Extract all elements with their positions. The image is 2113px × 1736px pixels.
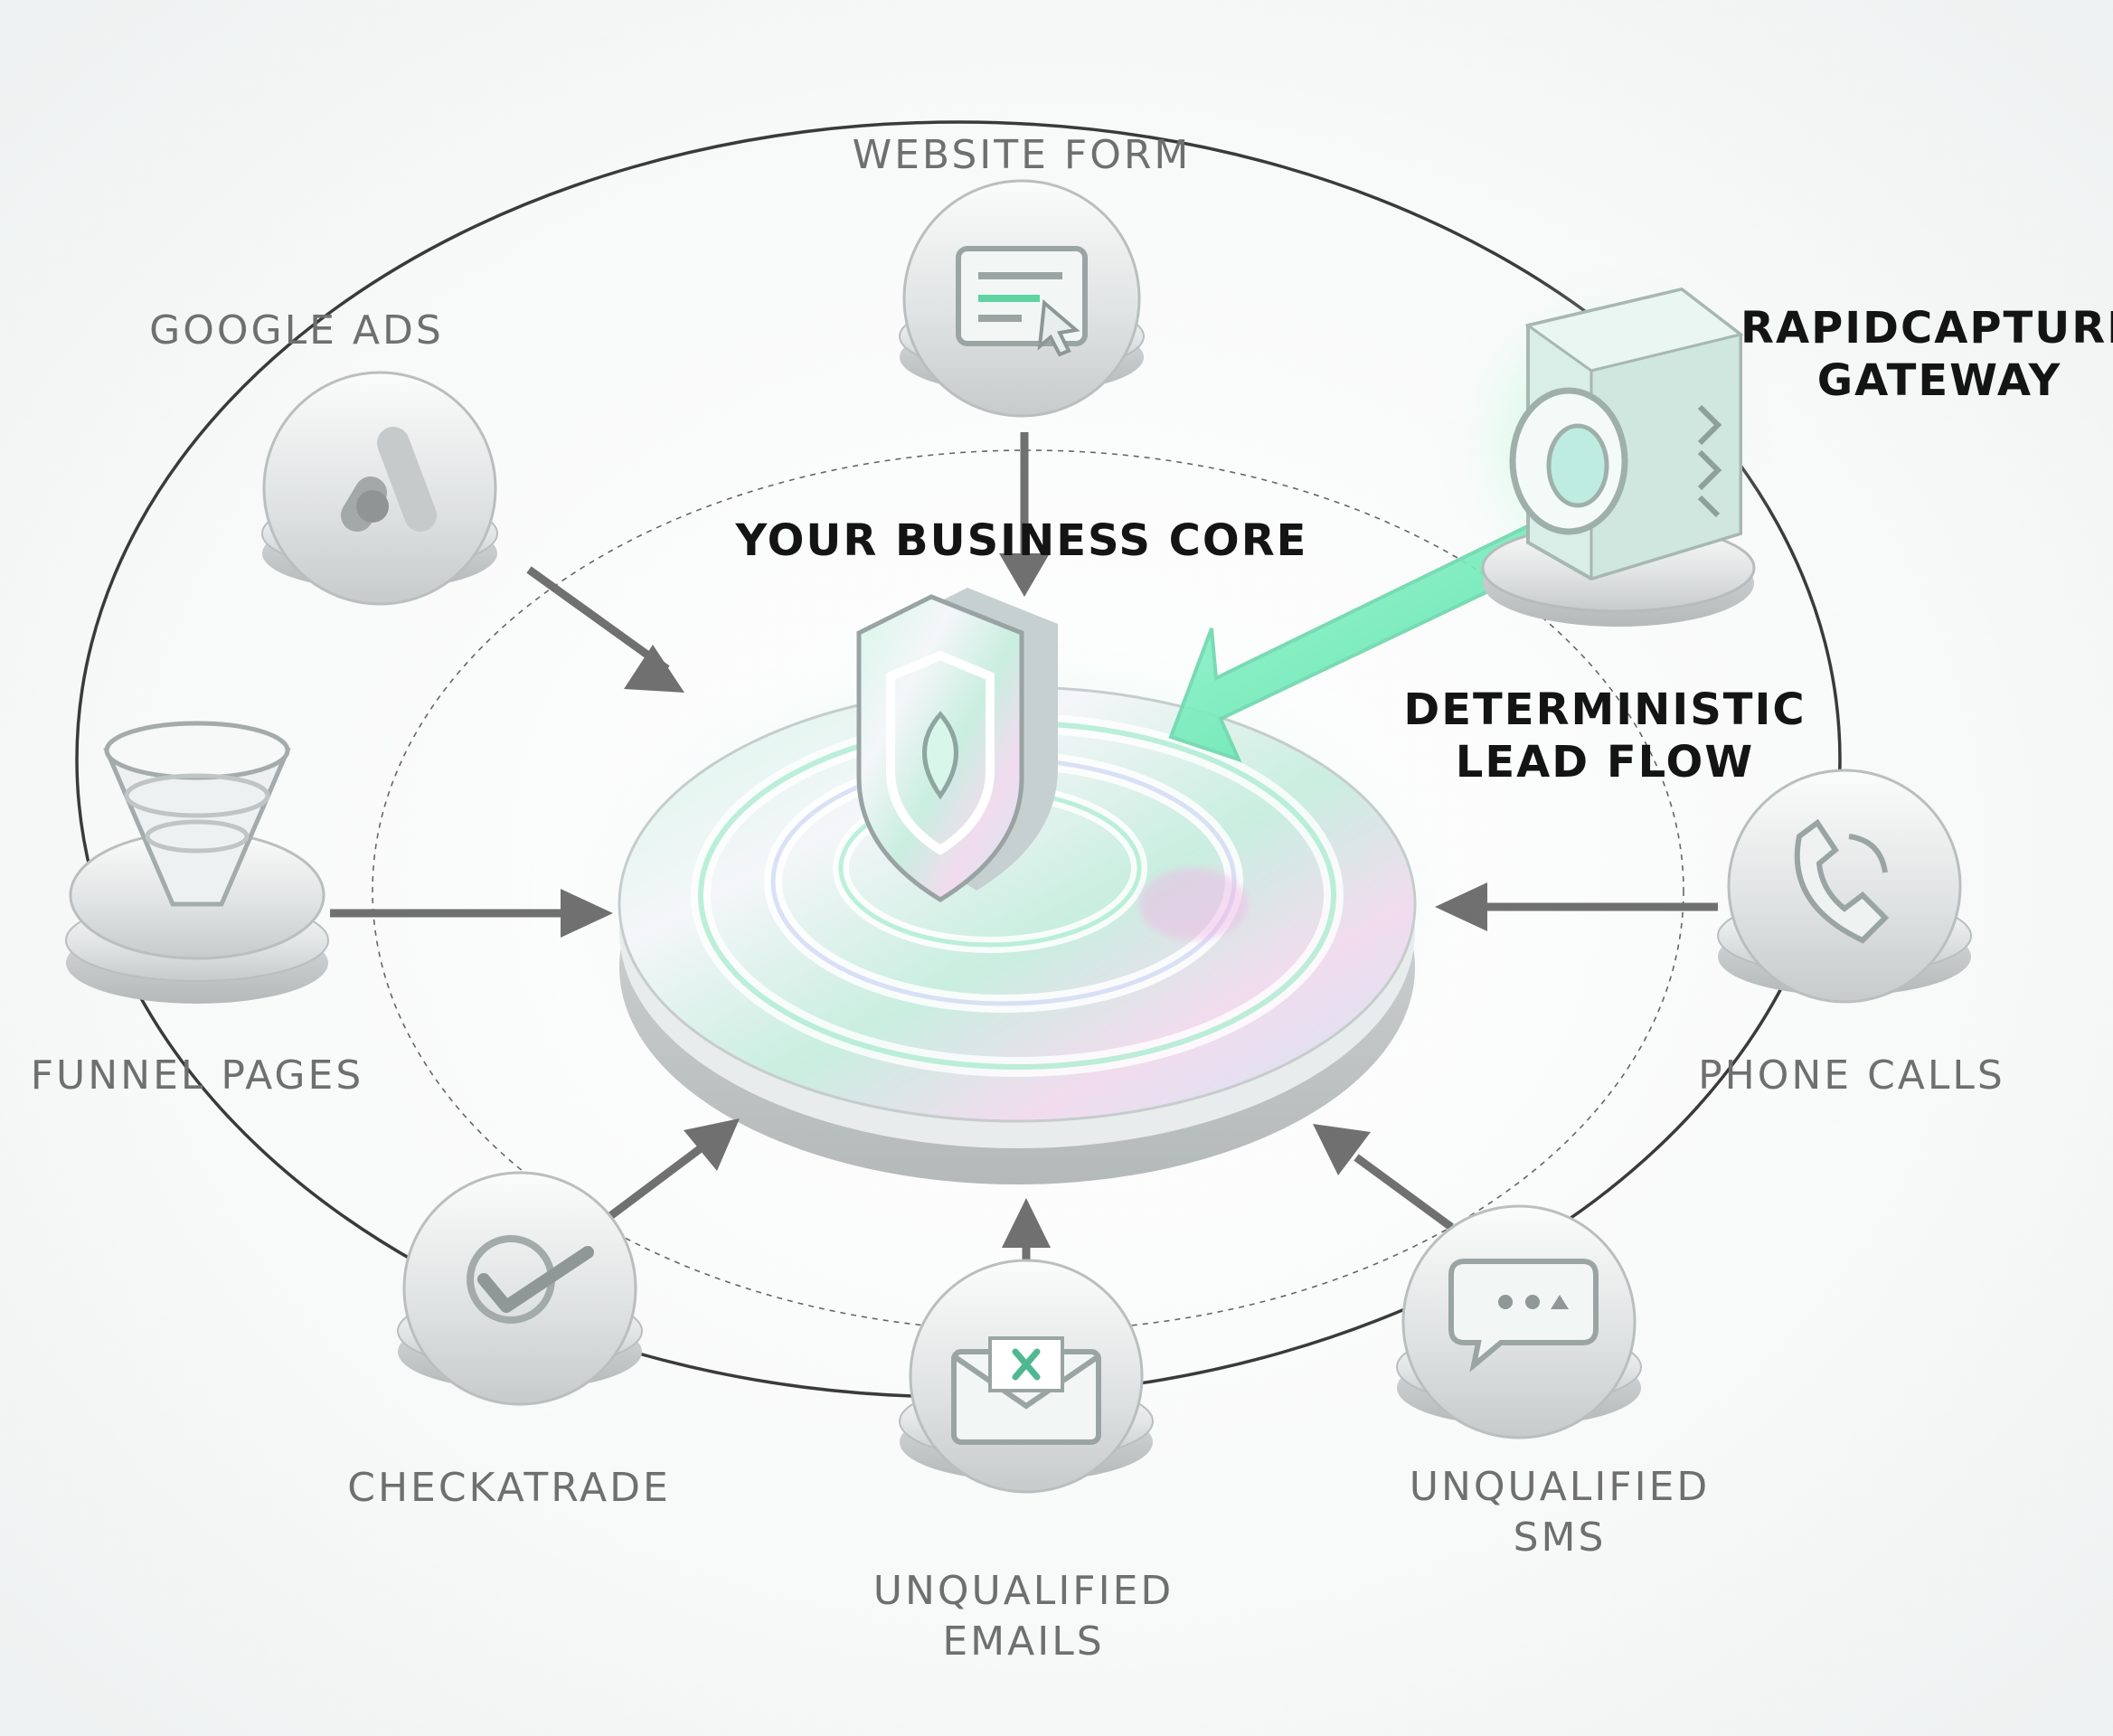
arrow-checkatrade <box>590 1118 740 1233</box>
form-icon <box>956 246 1088 357</box>
unqualified-sms-label: UNQUALIFIED SMS <box>1410 1462 1711 1563</box>
website-form-label: WEBSITE FORM <box>852 132 1192 178</box>
business-core-title: YOUR BUSINESS CORE <box>735 515 1308 566</box>
gateway-title-line-2: GATEWAY <box>1816 355 2062 406</box>
arrow-unqualified-sms <box>1313 1124 1454 1231</box>
unqualified-sms-line-2: SMS <box>1513 1514 1607 1561</box>
lead-flow-label: DETERMINISTIC LEAD FLOW <box>1403 684 1806 788</box>
unqualified-emails-line-1: UNQUALIFIED <box>873 1568 1174 1614</box>
google-ads-label: GOOGLE ADS <box>149 307 444 354</box>
unqualified-sms-line-1: UNQUALIFIED <box>1409 1464 1711 1510</box>
phone-calls-label: PHONE CALLS <box>1698 1052 2005 1099</box>
unqualified-emails-node <box>899 1259 1154 1494</box>
checkatrade-node <box>397 1171 643 1406</box>
arrow-google-ads <box>526 566 684 693</box>
phone-icon <box>1794 818 1890 944</box>
google-ads-node <box>261 371 498 606</box>
website-form-node <box>899 179 1145 418</box>
lead-flow-line-1: DETERMINISTIC <box>1403 684 1806 735</box>
unqualified-sms-node <box>1396 1204 1642 1439</box>
business-core-platform <box>618 685 1417 1184</box>
checkatrade-label: CHECKATRADE <box>347 1465 671 1511</box>
gateway-title-line-1: RAPIDCAPTURE <box>1740 303 2113 354</box>
lead-flow-line-2: LEAD FLOW <box>1455 737 1755 788</box>
unqualified-emails-line-2: EMAILS <box>942 1618 1105 1665</box>
envelope-icon <box>951 1336 1101 1445</box>
gateway-box-icon <box>1481 287 1756 627</box>
arrow-website-form <box>999 432 1050 597</box>
checkmark-icon <box>467 1235 594 1324</box>
funnel-pages-label: FUNNEL PAGES <box>30 1052 364 1099</box>
chat-bubble-icon <box>1448 1259 1599 1373</box>
arrow-phone-calls <box>1435 882 1718 931</box>
gateway-title: RAPIDCAPTURE GATEWAY <box>1740 302 2113 407</box>
shield-icon <box>856 588 1058 902</box>
unqualified-emails-label: UNQUALIFIED EMAILS <box>873 1566 1174 1667</box>
funnel-icon <box>103 721 291 907</box>
funnel-pages-node <box>65 721 329 1004</box>
google-ads-icon <box>341 427 437 532</box>
phone-calls-node <box>1717 769 1972 1004</box>
arrow-funnel-pages <box>330 889 613 938</box>
